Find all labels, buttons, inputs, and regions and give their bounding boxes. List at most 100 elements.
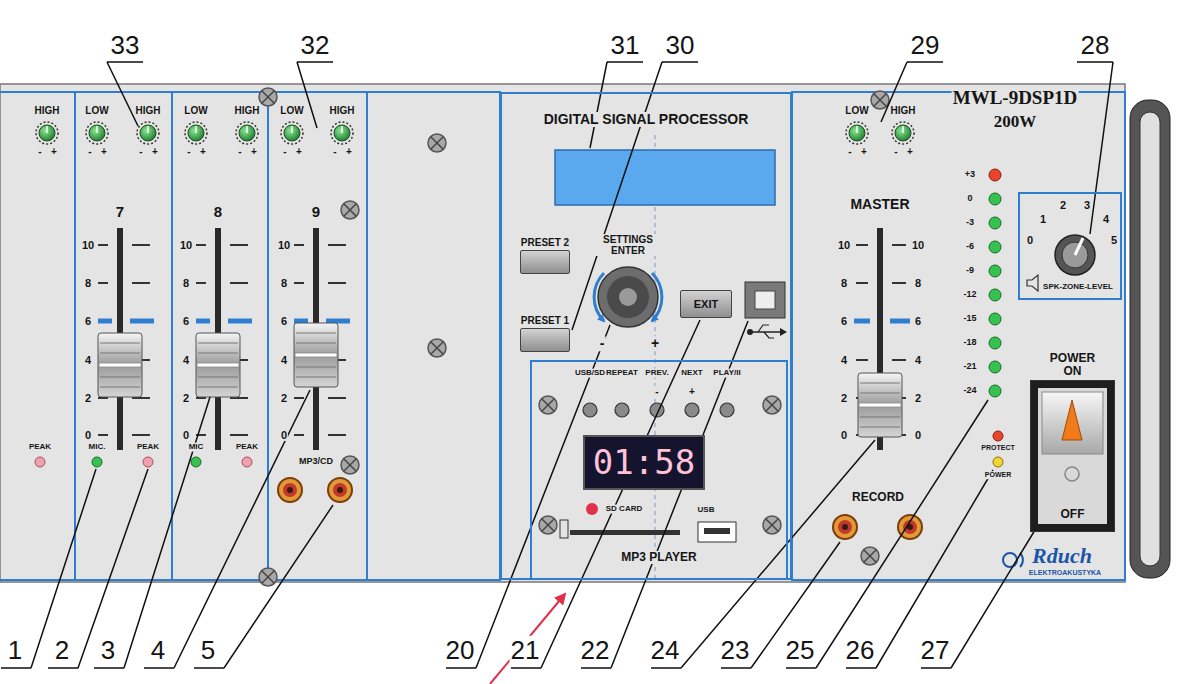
panel-rect [698,522,736,542]
panel-use [428,339,446,357]
panel-label: 8 [182,277,190,289]
panel-text: MP3 PLAYER [620,551,698,564]
panel-path [1062,400,1082,440]
settings-encoder [594,267,662,327]
panel-use [861,547,879,565]
panel-path [1027,275,1038,291]
sd-indicator [586,503,598,515]
panel-path [652,273,662,321]
panel-label: MWL-9DSP1D [952,88,1079,109]
panel-path [786,400,988,668]
panel-label: -24 [962,386,977,396]
panel-use [539,396,557,414]
level-meter-leds [989,169,1001,397]
panel-use [341,456,359,474]
panel-path [297,62,333,128]
panel-label: 6 [280,315,288,327]
panel-label: 2 [914,392,922,404]
panel-path [94,397,210,668]
panel-path [594,273,604,321]
panel-use [892,122,914,144]
panel-rect [1030,380,1115,532]
panel-label: 2 [280,392,288,404]
panel-label: 10 [179,239,193,251]
panel-label: - [37,146,42,157]
power-switch [1030,380,1115,532]
panel-rect [1130,100,1170,578]
panel-label: + [151,146,159,157]
panel-circle [989,169,1001,181]
panel-label: - [186,146,191,157]
preset-button: PRESET 2 [520,250,570,274]
panel-label: 8 [84,277,92,289]
panel-circle [583,403,597,417]
panel-label: -12 [962,290,977,300]
panel-label: 10 [277,239,291,251]
panel-label: SD CARD [605,505,643,514]
panel-label: 0 [84,429,92,441]
panel-label: + [650,336,660,351]
panel-use [341,201,359,219]
panel-label: -15 [962,314,977,324]
panel-text: PRESET 2 [520,237,570,248]
panel-label: 1 [1039,213,1047,225]
panel-rect [755,291,775,309]
panel-use [137,122,159,144]
panel-path [1077,62,1113,234]
panel-use [763,516,781,534]
panel-path [758,325,774,338]
panel-label: 7 [115,204,125,221]
callout-leaders [1,62,1113,668]
panel-circle [615,403,629,417]
callout-number: 32 [300,31,331,60]
panel-path [511,320,700,668]
panel-label: Rduch [1031,544,1093,568]
exit-button: EXIT [680,290,732,318]
callout-number: 3 [100,636,116,665]
panel-circle [607,276,649,318]
lcd-display [555,150,775,205]
panel-use [871,91,889,109]
callout-number: 1 [7,636,23,665]
panel-label: 4 [182,354,190,366]
panel-label: LOW [279,105,304,116]
panel-label: SETTINGS ENTER [592,234,664,256]
panel-rect [745,282,785,318]
panel-label: LOW [84,105,109,116]
panel-circle [989,217,1001,229]
panel-label: 6 [840,315,848,327]
panel-label: NEXT [680,369,703,378]
panel-label: MIC [188,443,205,452]
panel-rect [1042,392,1103,454]
panel-label: PEAK [136,443,160,452]
panel-label: USB/SD [574,369,606,378]
panel-line [1075,238,1083,255]
panel-use [86,122,108,144]
panel-label: 200W [993,113,1038,132]
channel-leds [35,457,252,467]
panel-path [572,62,698,330]
panel-label: -18 [962,338,977,348]
panel-text: PRESET 1 [520,315,570,326]
panel-label: MIC. [88,443,107,452]
tone-knobs [36,122,914,144]
panel-label: + [295,146,303,157]
panel-label: HIGH [890,105,917,116]
carry-handle [1130,100,1170,578]
panel-label: -6 [965,242,975,252]
front-panel [0,84,1125,582]
panel-path [590,62,643,148]
panel-label: + [688,386,696,397]
panel-label: HIGH [34,105,61,116]
power-switch-box: POWER ONOFF [1030,380,1115,532]
panel-label: - [847,146,852,157]
panel-label: 2 [182,392,190,404]
panel-path [196,245,248,435]
callout-number: 30 [665,31,696,60]
panel-label: + [906,146,914,157]
panel-label: PLAY/II [712,369,741,378]
panel-use [428,134,446,152]
panel-use [763,396,781,414]
panel-rect [367,92,500,580]
